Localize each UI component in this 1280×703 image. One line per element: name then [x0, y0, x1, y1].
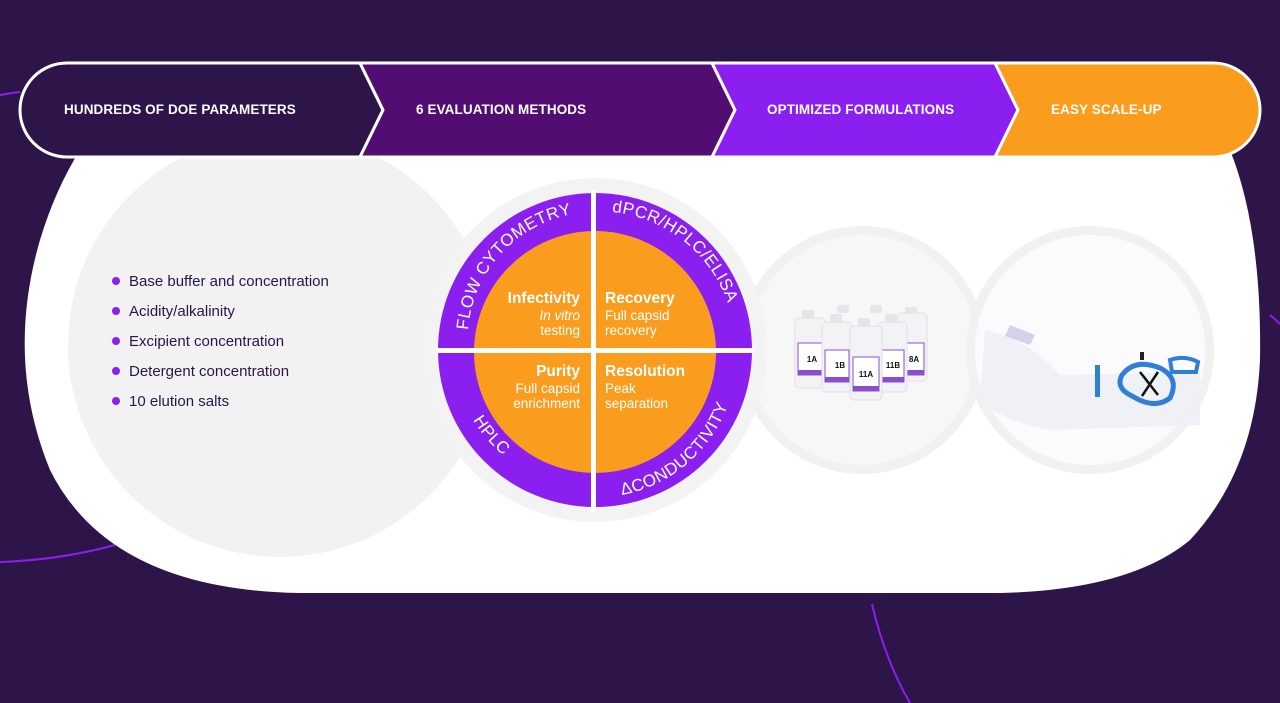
bullet-icon — [112, 307, 120, 315]
step-hundreds-of-doe-parameters: HUNDREDS OF DOE PARAMETERS — [64, 102, 296, 117]
quadrant-purity: Purity Full capsid enrichment — [513, 363, 580, 411]
bullet-icon — [112, 337, 120, 345]
quadrant-resolution: Resolution Peak separation — [605, 363, 686, 411]
step-easy-scale-up: EASY SCALE-UP — [1051, 102, 1162, 117]
parameters-list: Base buffer and concentration Acidity/al… — [112, 266, 329, 416]
step-evaluation-methods: 6 EVALUATION METHODS — [416, 102, 587, 117]
bottle-label: 11A — [859, 370, 873, 379]
bottle-label: 1B — [835, 361, 845, 370]
list-item: Excipient concentration — [112, 326, 329, 356]
bullet-icon — [112, 367, 120, 375]
step-optimized-formulations: OPTIMIZED FORMULATIONS — [767, 102, 955, 117]
list-item: Acidity/alkalinity — [112, 296, 329, 326]
bottle-label: 1A — [807, 355, 817, 364]
parameters-circle — [68, 133, 492, 557]
quadrant-infectivity: Infectivity In vitro testing — [507, 290, 580, 338]
list-item: 10 elution salts — [112, 386, 329, 416]
bioprocess-bag-illustration — [980, 325, 1201, 430]
bottles-illustration — [794, 305, 928, 401]
bullet-icon — [112, 277, 120, 285]
bottle-label: 11B — [886, 361, 900, 370]
decorative-arc — [0, 544, 116, 563]
wheel-divider-horizontal — [436, 348, 754, 353]
decorative-arc — [1269, 314, 1280, 325]
bottle-label: 8A — [909, 355, 919, 364]
bullet-icon — [112, 397, 120, 405]
quadrant-recovery: Recovery Full capsid recovery — [605, 290, 675, 338]
list-item: Detergent concentration — [112, 356, 329, 386]
list-item: Base buffer and concentration — [112, 266, 329, 296]
decorative-arc — [871, 603, 911, 703]
decorative-arc — [0, 91, 21, 96]
